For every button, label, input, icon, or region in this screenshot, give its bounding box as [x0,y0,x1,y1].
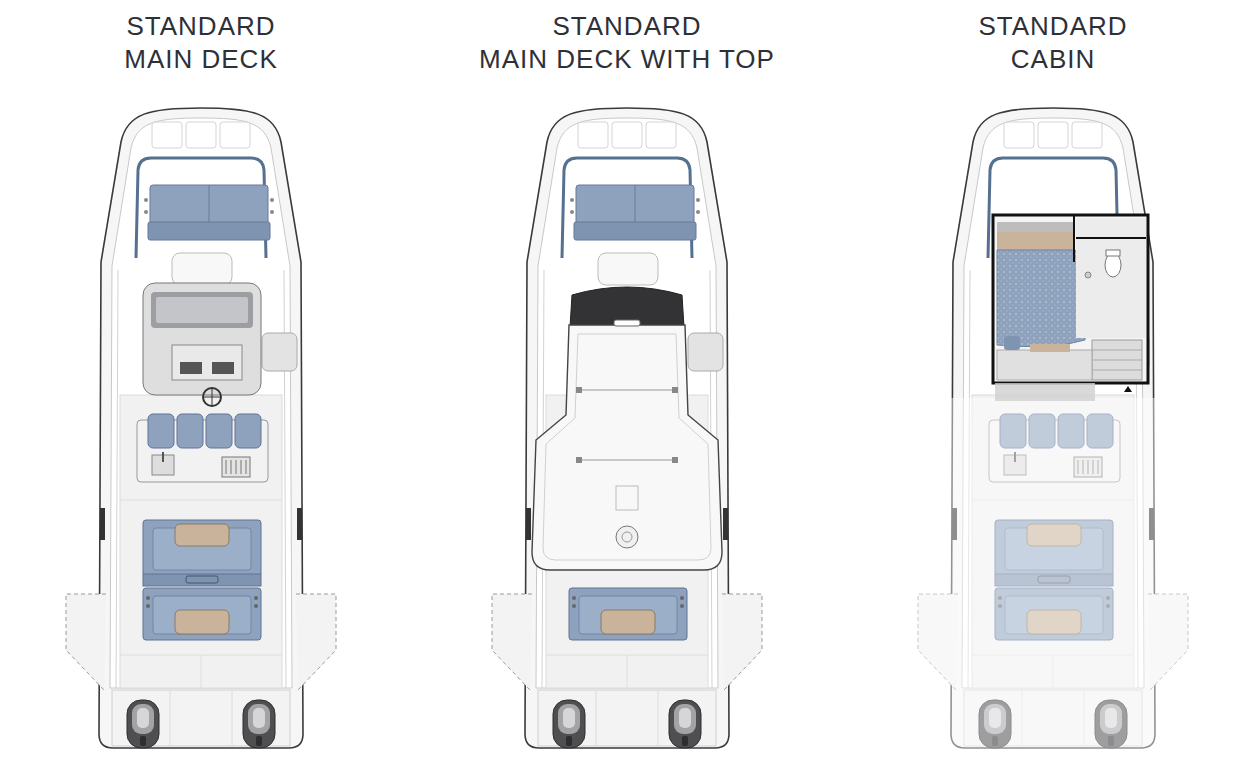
line-spacer [733,10,795,43]
panel-title: STANDARD MAIN DECK WITH TOP [459,10,795,76]
panel-heading: STANDARD CABIN [948,10,1158,76]
boat-main-deck [66,108,336,748]
boat-cabin [912,108,1202,750]
panel-title: STANDARD CABIN [948,10,1158,76]
boat-main-deck-with-top [492,108,762,748]
line-spacer [459,10,521,43]
panel-title: STANDARD MAIN DECK [96,10,306,76]
panel-heading: STANDARD MAIN DECK [96,10,306,76]
panel-heading: STANDARD MAIN DECK WITH TOP [459,10,795,76]
